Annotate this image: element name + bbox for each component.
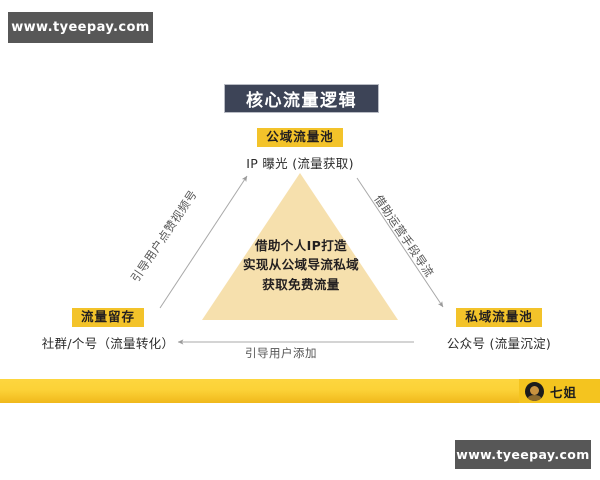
node-tag-public-traffic-pool: 公域流量池 [257,128,343,148]
node-tag-traffic-retention: 流量留存 [71,308,144,328]
avatar-icon [525,381,544,401]
node-sub-public-traffic-pool: IP 曝光 (流量获取) [246,156,354,172]
page-title: 核心流量逻辑 [224,84,379,113]
node-traffic-retention[interactable]: 流量留存 社群/个号（流量转化） [12,308,204,352]
center-text-line-3: 获取免费流量 [262,276,340,292]
node-sub-traffic-retention: 社群/个号（流量转化） [41,336,175,352]
center-text-line-2: 实现从公域导流私域 [242,257,360,273]
node-sub-private-traffic-pool: 公众号 (流量沉淀) [446,336,552,352]
footer-bar [0,379,600,403]
node-public-traffic-pool[interactable]: 公域流量池 IP 曝光 (流量获取) [207,128,393,172]
node-private-traffic-pool[interactable]: 私域流量池 公众号 (流量沉淀) [404,308,594,352]
node-tag-private-traffic-pool: 私域流量池 [456,308,542,328]
edge-label-left: 引导用户点赞视频号 [128,187,200,285]
edge-label-bottom: 引导用户添加 [245,346,317,360]
center-text-line-1: 借助个人IP打造 [254,238,347,253]
watermark-top: www.tyeepay.com [8,12,153,43]
triangle-center-text: 借助个人IP打造 实现从公域导流私域 获取免费流量 [216,236,386,294]
footer-signature: 七姐 [519,379,600,403]
footer-author-name: 七姐 [550,384,578,400]
watermark-bottom: www.tyeepay.com [455,440,591,469]
